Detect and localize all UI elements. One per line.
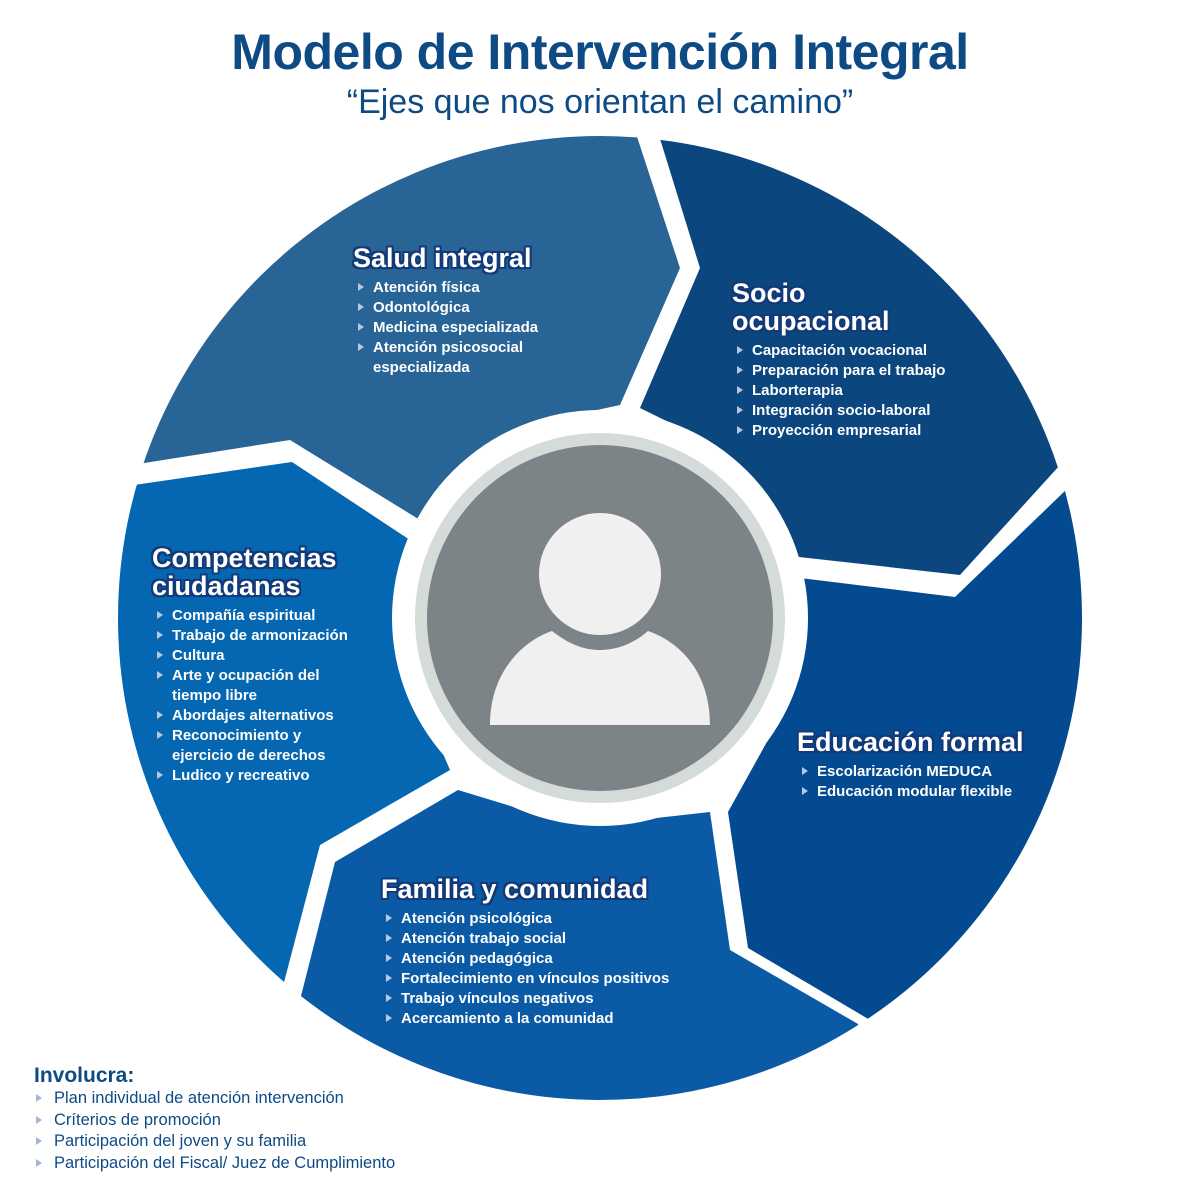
educacion-formal-title: Educación formal: [797, 727, 1024, 757]
list-item: Atención psicológica: [385, 909, 669, 929]
involucra-heading: Involucra:: [34, 1064, 135, 1087]
list-item: Críterios de promoción: [35, 1110, 395, 1132]
list-item: Integración socio-laboral: [736, 401, 945, 421]
list-item: Atención física: [358, 278, 543, 298]
list-item: Medicina especializada: [358, 318, 543, 338]
socio-ocupacional-block: Socio ocupacional Capacitación vocaciona…: [732, 279, 945, 441]
list-item: Atención pedagógica: [385, 949, 669, 969]
salud-integral-list: Atención física Odontológica Medicina es…: [353, 278, 543, 378]
competencias-ciudadanas-list: Compañía espiritual Trabajo de armonizac…: [152, 606, 352, 786]
familia-comunidad-list: Atención psicológica Atención trabajo so…: [381, 909, 669, 1029]
segment-competencias-ciudadanas: [118, 462, 450, 1000]
competencias-ciudadanas-title-line2: ciudadanas: [152, 571, 301, 601]
involucra-block: Involucra: Plan individual de atención i…: [34, 1064, 395, 1174]
list-item: Laborterapia: [736, 381, 945, 401]
competencias-ciudadanas-title-line1: Competencias: [152, 543, 337, 573]
familia-comunidad-title: Familia y comunidad: [381, 874, 649, 904]
list-item: Arte y ocupación del tiempo libre: [157, 666, 322, 706]
list-item: Trabajo de armonización: [157, 626, 352, 646]
competencias-ciudadanas-block: Competencias ciudadanas Compañía espirit…: [152, 544, 352, 786]
familia-comunidad-block: Familia y comunidad Atención psicológica…: [381, 875, 669, 1029]
list-item: Fortalecimiento en vínculos positivos: [385, 970, 670, 987]
list-item: Educación modular flexible: [802, 782, 1024, 802]
list-item: Atención trabajo social: [385, 929, 669, 949]
list-item: Plan individual de atención intervención: [35, 1088, 395, 1110]
list-item: Preparación para el trabajo: [736, 362, 946, 379]
page-subtitle: “Ejes que nos orientan el camino”: [346, 83, 854, 121]
list-item: Participación del Fiscal/ Juez de Cumpli…: [35, 1153, 395, 1175]
list-item: Atención psicosocial especializada: [358, 338, 543, 378]
list-item: Abordajes alternativos: [157, 706, 352, 726]
list-item: Proyección empresarial: [736, 421, 945, 441]
list-item: Odontológica: [358, 298, 543, 318]
list-item: Capacitación vocacional: [736, 341, 945, 361]
socio-ocupacional-list: Capacitación vocacional Preparación para…: [732, 341, 945, 441]
salud-integral-title: Salud integral: [353, 243, 532, 273]
list-item: Escolarización MEDUCA: [802, 762, 1024, 782]
list-item: Cultura: [157, 646, 352, 666]
list-item: Compañía espiritual: [157, 606, 352, 626]
socio-ocupacional-title-line1: Socio: [732, 278, 806, 308]
list-item: Ludico y recreativo: [157, 766, 352, 786]
involucra-list: Plan individual de atención intervención…: [34, 1088, 395, 1174]
list-item: Reconocimiento y ejercicio de derechos: [157, 726, 352, 766]
educacion-formal-block: Educación formal Escolarización MEDUCA E…: [797, 728, 1024, 802]
list-item: Acercamiento a la comunidad: [385, 1009, 669, 1029]
list-item: Trabajo vínculos negativos: [385, 989, 669, 1009]
socio-ocupacional-title-line2: ocupacional: [732, 306, 890, 336]
salud-integral-block: Salud integral Atención física Odontológ…: [353, 244, 543, 378]
page-title: Modelo de Intervención Integral: [231, 24, 969, 80]
list-item: Participación del joven y su familia: [35, 1131, 395, 1153]
educacion-formal-list: Escolarización MEDUCA Educación modular …: [797, 762, 1024, 802]
person-icon: [490, 513, 710, 725]
